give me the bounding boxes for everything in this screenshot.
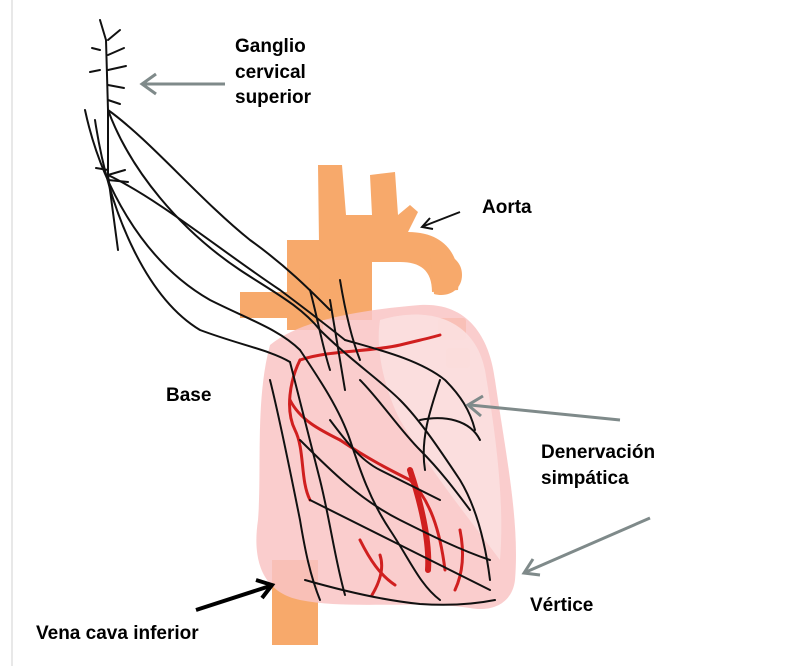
- label-denervation-line1: Denervación: [541, 440, 655, 466]
- aorta-vessel: [318, 165, 462, 320]
- label-denervation: Denervación simpática: [541, 440, 655, 491]
- label-ganglion-line2: cervical: [235, 60, 311, 86]
- arrow-apex: [524, 518, 650, 575]
- arrow-ganglion: [142, 74, 225, 94]
- label-apex: Vértice: [530, 593, 593, 619]
- label-base: Base: [166, 383, 211, 409]
- arrow-ivc: [196, 580, 272, 610]
- label-ganglion-line3: superior: [235, 85, 311, 111]
- pulmonary-left-vessel: [240, 292, 290, 318]
- label-denervation-line2: simpática: [541, 466, 655, 492]
- label-ganglion: Ganglio cervical superior: [235, 34, 311, 111]
- label-aorta: Aorta: [482, 195, 532, 221]
- label-ivc: Vena cava inferior: [36, 621, 199, 647]
- label-ganglion-line1: Ganglio: [235, 34, 311, 60]
- arrow-aorta: [422, 212, 460, 229]
